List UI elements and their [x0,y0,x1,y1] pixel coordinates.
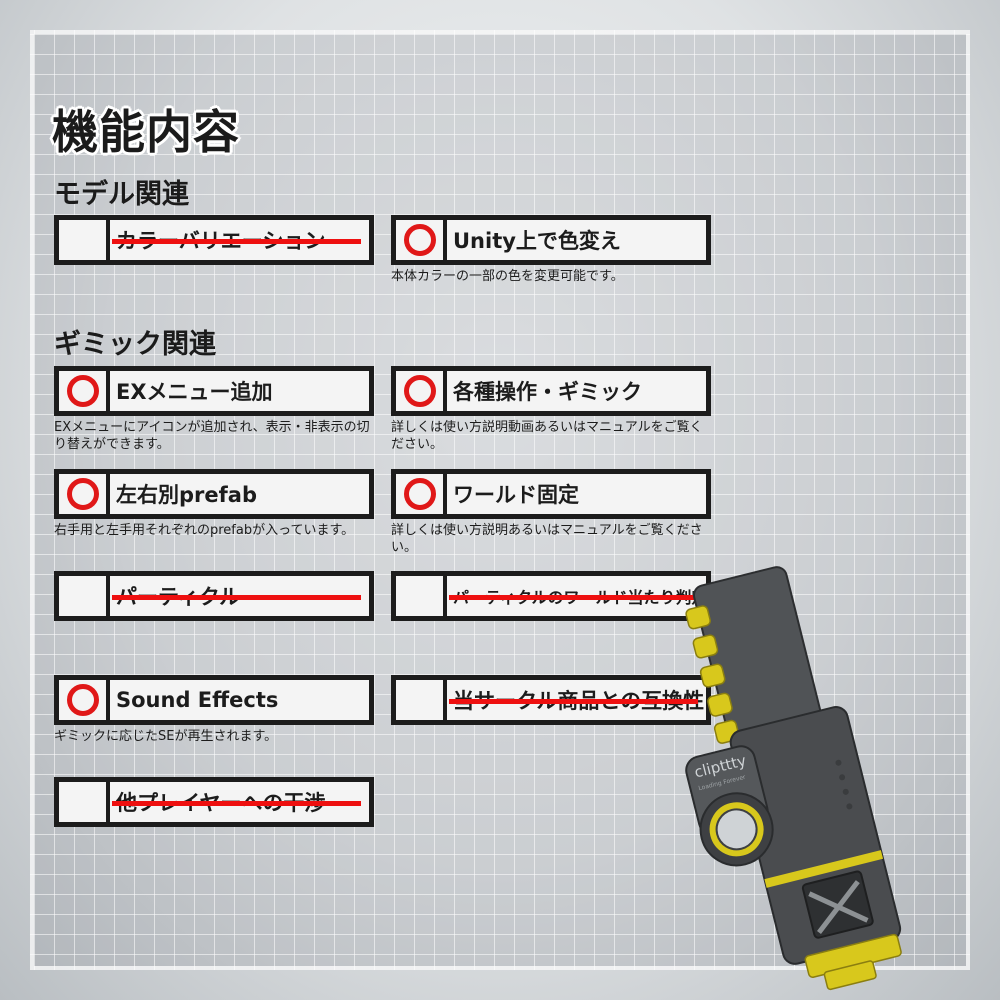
strikethrough-line [112,801,361,806]
feature-box: ワールド固定 [391,469,711,519]
feature-description: EXメニューにアイコンが追加され、表示・非表示の切り替えができます。 [54,420,370,452]
feature-description: 本体カラーの一部の色を変更可能です。 [391,269,624,284]
strikethrough-line [112,239,361,244]
feature-interference: 他プレイヤーへの干渉 [54,777,374,827]
feature-box: パーティクルのワールド当たり判定 [391,571,711,621]
feature-box: カラーバリエーション [54,215,374,265]
feature-world-fixed: ワールド固定 詳しくは使い方説明あるいはマニュアルをご覧ください。 [391,469,711,556]
feature-box: EXメニュー追加 [54,366,374,416]
feature-label: 各種操作・ギミック [453,380,642,404]
feature-sound-effects: Sound Effects ギミックに応じたSEが再生されます。 [54,675,374,745]
feature-description: ギミックに応じたSEが再生されます。 [54,729,278,744]
section-model: モデル関連 [54,179,189,210]
feature-unity-color: Unity上で色変え 本体カラーの一部の色を変更可能です。 [391,215,711,285]
feature-label: 左右別prefab [116,483,257,507]
feature-operations: 各種操作・ギミック 詳しくは使い方説明動画あるいはマニュアルをご覧ください。 [391,366,711,453]
strikethrough-line [449,699,698,704]
available-circle-icon [403,224,436,256]
feature-label: Sound Effects [116,688,279,712]
feature-box: Sound Effects [54,675,374,725]
feature-box: 各種操作・ギミック [391,366,711,416]
feature-box: 当サークル商品との互換性 [391,675,711,725]
feature-description: 詳しくは使い方説明あるいはマニュアルをご覧ください。 [391,523,703,555]
feature-compat: 当サークル商品との互換性 [391,675,711,725]
feature-label: Unity上で色変え [453,229,621,253]
feature-particle: パーティクル [54,571,374,621]
feature-prefab: 左右別prefab 右手用と左手用それぞれのprefabが入っています。 [54,469,374,539]
unchecked-box [396,680,447,720]
feature-box: 左右別prefab [54,469,374,519]
available-circle-icon [66,375,99,407]
unchecked-box [59,220,110,260]
feature-box: パーティクル [54,571,374,621]
page-title: 機能内容 [52,105,240,159]
unchecked-box [396,576,447,616]
feature-description: 詳しくは使い方説明動画あるいはマニュアルをご覧ください。 [391,420,703,452]
feature-particle-world: パーティクルのワールド当たり判定 [391,571,711,621]
strikethrough-line [449,595,698,600]
feature-label: EXメニュー追加 [116,380,273,404]
feature-description: 右手用と左手用それぞれのprefabが入っています。 [54,523,355,538]
available-circle-icon [403,478,436,510]
clicker-device-image: clipttty Loading Forever [685,566,902,991]
feature-color-variation: カラーバリエーション [54,215,374,265]
available-circle-icon [66,684,99,716]
feature-label: ワールド固定 [453,483,579,507]
available-circle-icon [66,478,99,510]
feature-box: 他プレイヤーへの干渉 [54,777,374,827]
feature-box: Unity上で色変え [391,215,711,265]
section-gimmick: ギミック関連 [54,329,216,360]
unchecked-box [59,782,110,822]
unchecked-box [59,576,110,616]
feature-ex-menu: EXメニュー追加 EXメニューにアイコンが追加され、表示・非表示の切り替えができ… [54,366,374,453]
available-circle-icon [403,375,436,407]
strikethrough-line [112,595,361,600]
